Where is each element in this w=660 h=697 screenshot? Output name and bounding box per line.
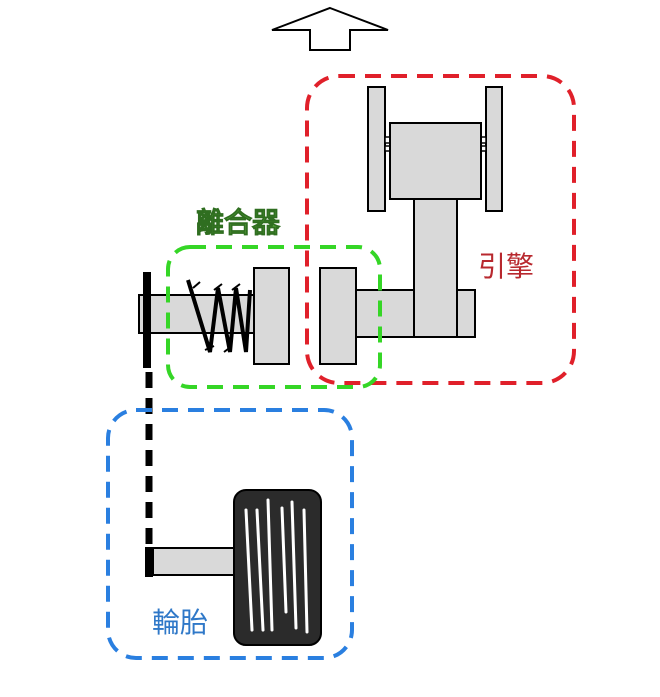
tire-group-box: [106, 408, 354, 660]
connecting-rod: [413, 198, 458, 338]
engine-shaft-end: [456, 289, 476, 338]
engine-parts: [355, 86, 503, 338]
clutch-pressure-plate: [253, 267, 290, 365]
clutch-group-box: [166, 245, 382, 389]
tire-tread: [244, 498, 309, 634]
axle: [152, 547, 238, 576]
engine-output-shaft: [355, 289, 415, 338]
engine-label: 引擎: [478, 250, 534, 283]
clutch-label: 離合器: [196, 206, 281, 239]
engine-group-box: [305, 74, 576, 385]
piston-block: [389, 122, 482, 200]
tire-icon: [233, 489, 322, 646]
spring-icon: [186, 279, 252, 353]
spring-back-coils: [192, 281, 241, 353]
wheel-hub-plate: [145, 547, 153, 577]
engine-flywheel-right: [485, 86, 503, 212]
tire-parts: [152, 489, 322, 646]
clutch-parts: [138, 267, 357, 368]
tire-label: 輪胎: [152, 606, 208, 639]
engine-flywheel-left: [367, 86, 386, 212]
up-arrow-icon: [271, 6, 389, 51]
drive-plate: [143, 272, 151, 368]
clutch-disc-engine: [319, 267, 357, 365]
